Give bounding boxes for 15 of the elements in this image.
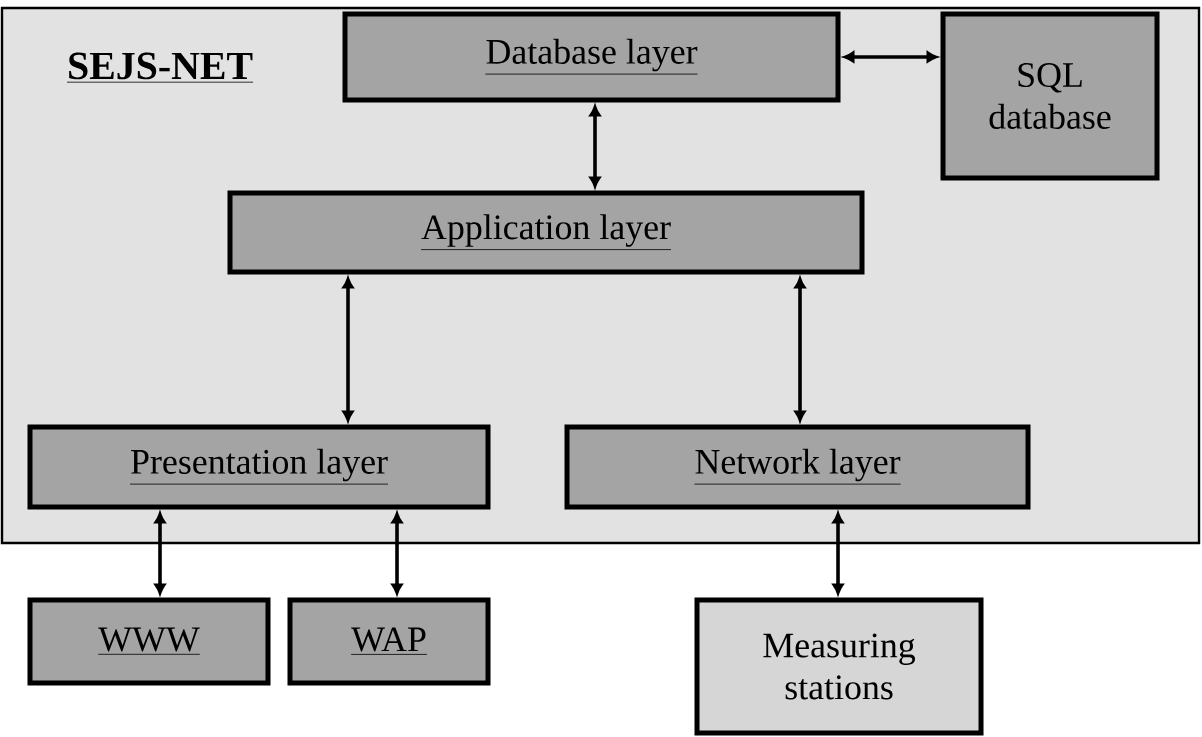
layer-box: Network layer [564, 424, 1031, 510]
layer-box: WAP [287, 597, 491, 686]
layer-box: WWW [27, 597, 271, 686]
arrow [832, 512, 844, 595]
arrow [589, 105, 601, 188]
arrow [843, 51, 938, 63]
layer-box: Database layer [342, 11, 841, 103]
arrow [794, 277, 806, 422]
layer-box: SQL database [940, 11, 1160, 181]
arrow [154, 512, 166, 595]
arrow [391, 512, 403, 595]
layer-box: Measuring stations [694, 597, 984, 736]
arrow [342, 277, 354, 422]
layer-box: Application layer [227, 190, 865, 275]
layer-box: Presentation layer [27, 424, 491, 510]
